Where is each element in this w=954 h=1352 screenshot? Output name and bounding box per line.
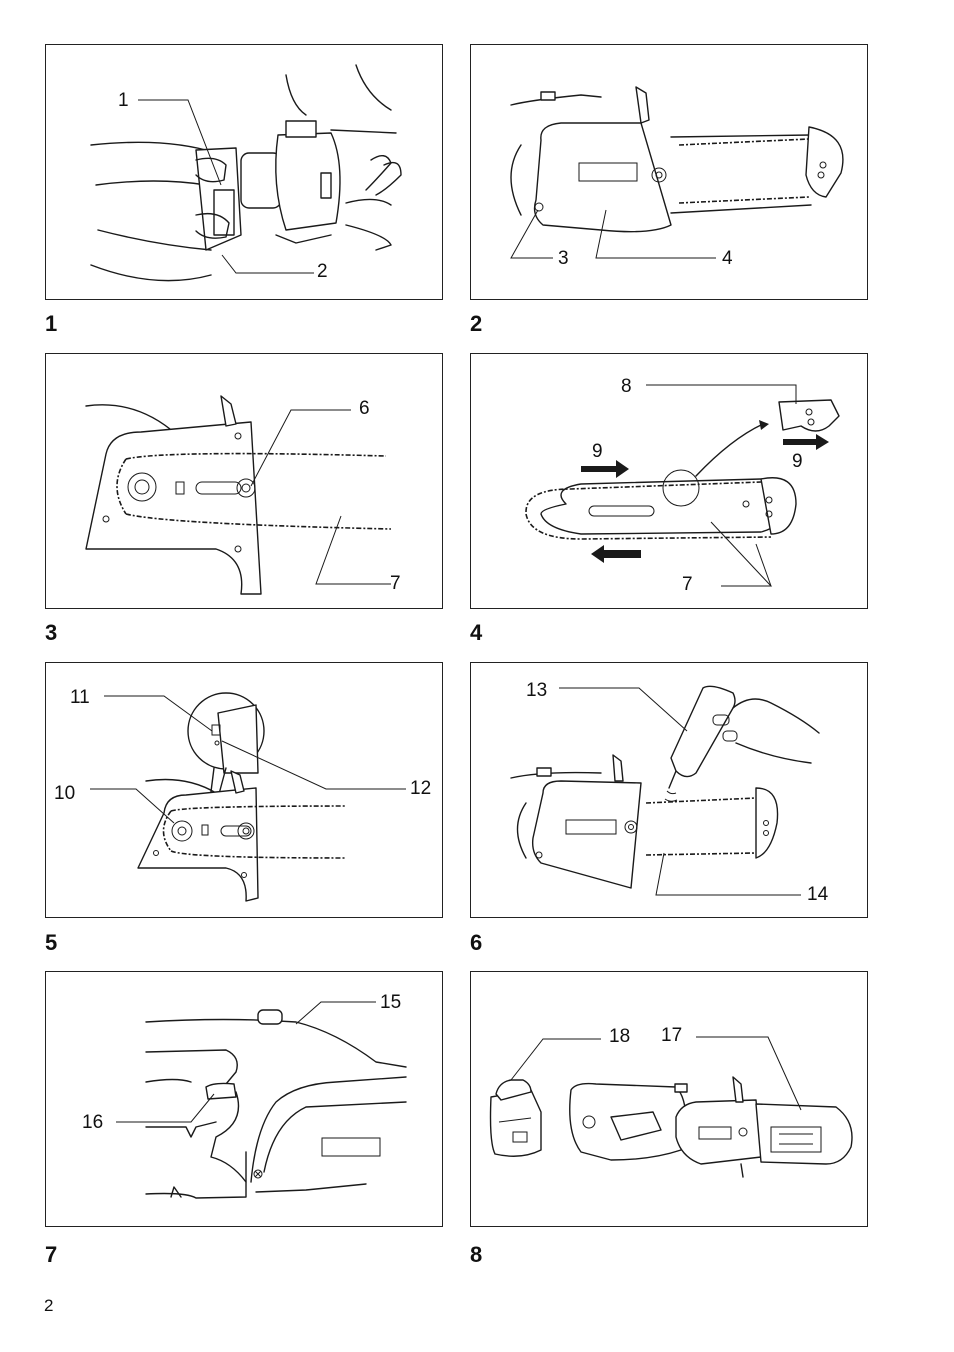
figure-2-panel	[470, 44, 868, 300]
callout-14: 14	[807, 884, 829, 905]
callout-3: 3	[558, 248, 569, 269]
figure-3-panel	[45, 353, 443, 609]
figure-number-3: 3	[45, 620, 58, 645]
figure-7-illustration	[116, 1001, 407, 1199]
figure-4-illustration	[525, 384, 840, 587]
figure-1-panel	[45, 44, 443, 300]
callout-6: 6	[359, 398, 370, 419]
callout-9b: 9	[792, 451, 803, 472]
callout-15: 15	[380, 992, 402, 1013]
callout-18: 18	[609, 1026, 631, 1047]
figure-4-panel	[470, 353, 868, 609]
callout-8: 8	[621, 376, 632, 397]
callout-17: 17	[661, 1025, 683, 1046]
figure-7-panel	[45, 971, 443, 1227]
callout-11: 11	[70, 687, 90, 708]
figure-number-7: 7	[45, 1242, 58, 1267]
callout-10: 10	[54, 783, 76, 804]
figure-2-illustration	[510, 86, 844, 259]
figure-3-illustration	[85, 395, 392, 595]
callout-1: 1	[118, 90, 129, 111]
figure-number-4: 4	[470, 620, 483, 645]
callout-9a: 9	[592, 441, 603, 462]
callout-16: 16	[82, 1112, 104, 1133]
callout-13: 13	[526, 680, 548, 701]
figure-8-illustration	[489, 1036, 853, 1178]
callout-4: 4	[722, 248, 733, 269]
figure-number-2: 2	[470, 311, 483, 336]
figure-number-5: 5	[45, 930, 58, 955]
figure-number-6: 6	[470, 930, 483, 955]
figure-8-panel	[470, 971, 868, 1227]
callout-7: 7	[390, 573, 401, 594]
figure-number-8: 8	[470, 1242, 483, 1267]
callout-12: 12	[410, 778, 432, 799]
page-number: 2	[44, 1296, 54, 1315]
figure-5-panel	[45, 662, 443, 918]
figure-6-panel	[470, 662, 868, 918]
figure-number-1: 1	[45, 311, 58, 336]
callout-2: 2	[317, 261, 328, 282]
figure-5-illustration	[90, 692, 406, 902]
figure-1-illustration	[90, 64, 402, 282]
callout-7b: 7	[682, 574, 693, 595]
figure-6-illustration	[510, 685, 820, 896]
